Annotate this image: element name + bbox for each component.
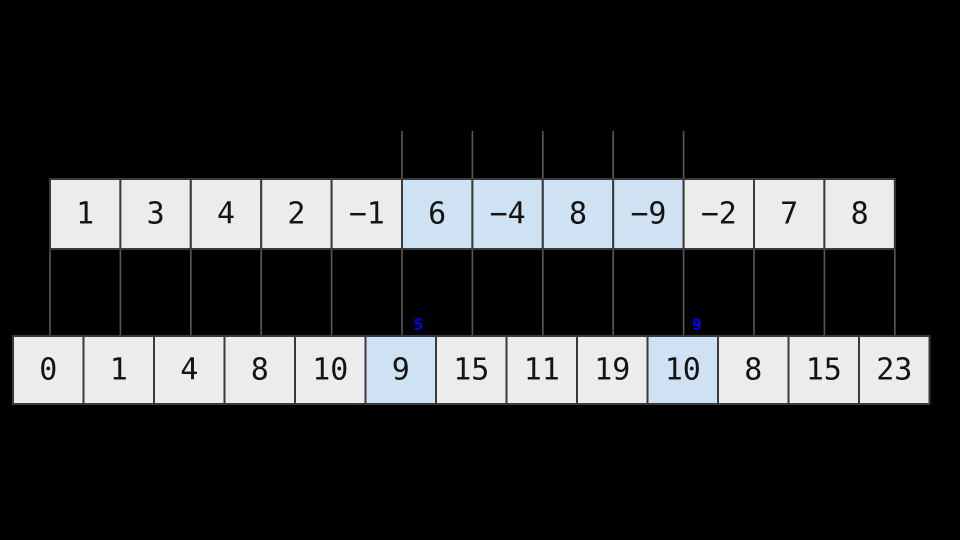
- top-cell-11: [823, 178, 896, 250]
- bottom-cell-6: [435, 335, 508, 405]
- bottom-cell-value: 10: [665, 353, 701, 388]
- bottom-cell-9: [646, 335, 719, 405]
- top-cell-value: 3: [147, 197, 165, 232]
- bottom-cell-2: [153, 335, 226, 405]
- bottom-cell-value: 19: [594, 353, 630, 388]
- bottom-cell-value: 4: [180, 353, 198, 388]
- connector-lines: [49, 249, 896, 336]
- bottom-cell-value: 0: [39, 353, 57, 388]
- bottom-cell-5: [364, 335, 437, 405]
- top-cell-value: −2: [701, 197, 737, 232]
- bottom-cell-4: [294, 335, 367, 405]
- bottom-cell-value: 15: [806, 353, 842, 388]
- bottom-cell-0: [12, 335, 85, 405]
- top-cell-1: [119, 178, 192, 250]
- bottom-cell-11: [787, 335, 860, 405]
- top-cell-value: 7: [780, 197, 798, 232]
- bottom-cell-value: 11: [524, 353, 560, 388]
- subarray-boundary-lines: [401, 131, 685, 180]
- top-cell-3: [260, 178, 333, 250]
- bottom-cell-8: [576, 335, 649, 405]
- bottom-cell-value: 9: [392, 353, 410, 388]
- bottom-cell-12: [858, 335, 931, 405]
- top-cell-value: 6: [428, 197, 446, 232]
- bottom-cell-3: [223, 335, 296, 405]
- bottom-cell-value: 23: [876, 353, 912, 388]
- top-cell-9: [682, 178, 755, 250]
- top-cell-7: [541, 178, 615, 250]
- bottom-cell-value: 8: [251, 353, 269, 388]
- top-cell-value: −4: [490, 197, 526, 232]
- bottom-cell-7: [505, 335, 578, 405]
- bottom-cell-value: 8: [744, 353, 762, 388]
- bottom-cell-value: 15: [453, 353, 489, 388]
- top-cell-value: 8: [851, 197, 869, 232]
- index-label-5: 5: [414, 315, 424, 334]
- bottom-cell-value: 1: [110, 353, 128, 388]
- bottom-cell-value: 10: [312, 353, 348, 388]
- index-label-9: 9: [692, 315, 702, 334]
- top-cell-value: 1: [76, 197, 94, 232]
- top-cell-value: −9: [630, 197, 666, 232]
- top-cell-value: 4: [217, 197, 235, 232]
- top-cell-5: [401, 178, 474, 250]
- top-cell-value: 2: [287, 197, 305, 232]
- bottom-cell-10: [717, 335, 790, 405]
- top-cell-value: −1: [349, 197, 385, 232]
- values-array: 1 3 4 2 −1 6 −4 8 −9 −2 7 8: [49, 178, 896, 250]
- prefix-sum-array: 0 1 4 8 10 9 15 11 19 10 8 15 23: [12, 335, 931, 405]
- top-cell-value: 8: [569, 197, 587, 232]
